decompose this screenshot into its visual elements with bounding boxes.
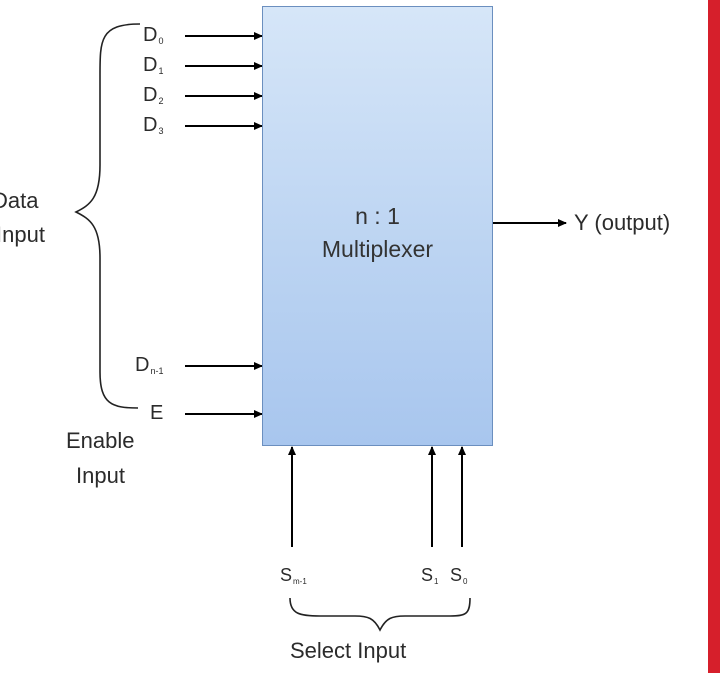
accent-bar: [708, 0, 720, 673]
input-label-dn-1: Dn-1: [135, 354, 164, 376]
enable-input-caption-line1: Enable: [66, 428, 135, 453]
input-label-d0: D0: [143, 24, 164, 46]
multiplexer-name: Multiplexer: [321, 236, 434, 262]
data-input-label-line1: Data: [0, 188, 39, 213]
select-label-sm-1: Sm-1: [280, 565, 307, 586]
enable-input-caption-line2: Input: [76, 463, 125, 488]
input-label-d3: D3: [143, 114, 164, 136]
multiplexer-block: [262, 6, 493, 446]
select-label-s1: S1: [421, 565, 439, 586]
input-label-d2: D2: [143, 84, 164, 106]
input-label-d1: D1: [143, 54, 164, 76]
output-label: Y (output): [574, 210, 671, 235]
enable-input-label: E: [150, 402, 164, 424]
data-input-label-line2: Input: [0, 222, 45, 247]
select-input-brace: [289, 597, 471, 632]
data-input-brace: [74, 23, 141, 409]
multiplexer-title: n : 1 Multiplexer: [262, 200, 493, 266]
multiplexer-ratio: n : 1: [355, 203, 400, 229]
select-input-label: Select Input: [290, 638, 407, 663]
select-label-s0: S0: [450, 565, 468, 586]
